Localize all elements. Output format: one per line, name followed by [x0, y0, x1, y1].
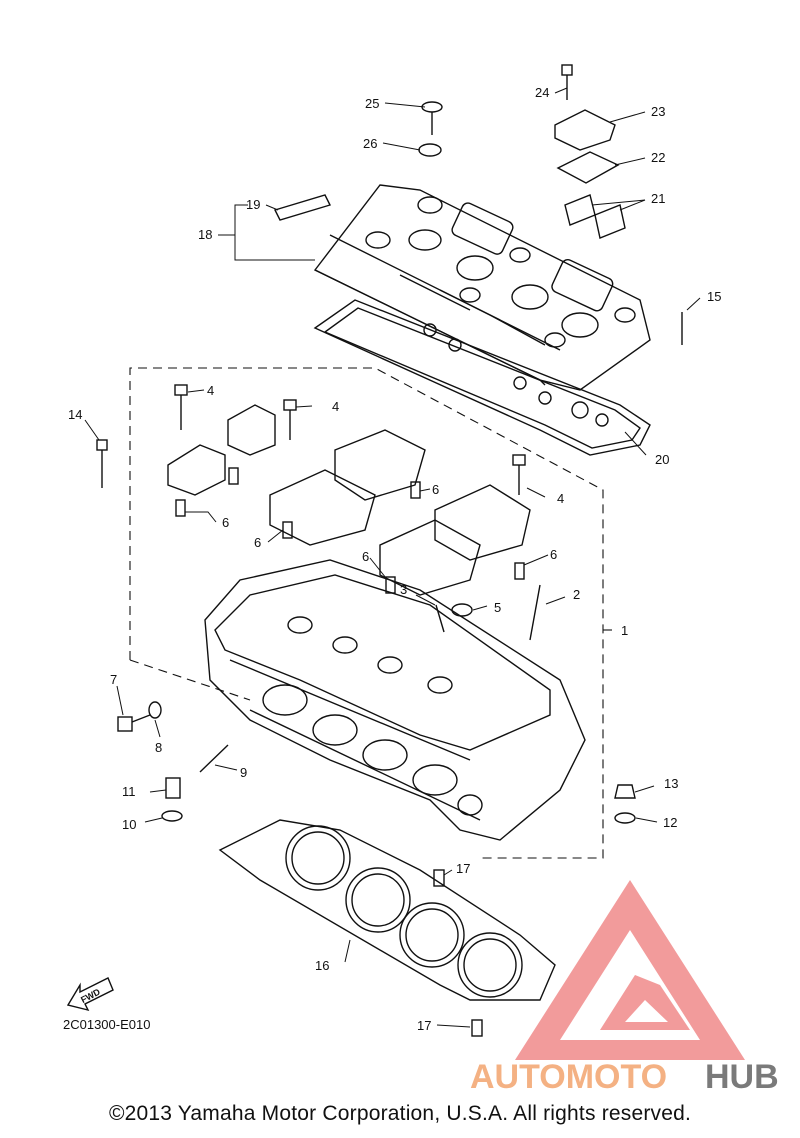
callout-19: 19 — [246, 197, 260, 212]
copyright-notice: ©2013 Yamaha Motor Corporation, U.S.A. A… — [108, 1102, 692, 1125]
callout-17: 17 — [456, 861, 470, 876]
callout-10: 10 — [122, 817, 136, 832]
callout-24: 24 — [535, 85, 549, 100]
callout-9: 9 — [240, 765, 247, 780]
callout-26: 26 — [363, 136, 377, 151]
callout-8: 8 — [155, 740, 162, 755]
callout-4: 4 — [332, 399, 339, 414]
cylinder-head-gasket — [218, 819, 556, 1001]
callout-23: 23 — [651, 104, 665, 119]
watermark-logo — [515, 880, 745, 1060]
callout-15: 15 — [707, 289, 721, 304]
cylinder-head — [204, 559, 586, 841]
callout-22: 22 — [651, 150, 665, 165]
callout-14: 14 — [68, 407, 82, 422]
callout-4: 4 — [557, 491, 564, 506]
callout-25: 25 — [365, 96, 379, 111]
callout-7: 7 — [110, 672, 117, 687]
small-parts — [96, 64, 683, 1037]
callout-4: 4 — [207, 383, 214, 398]
watermark-text-part2: HUB — [705, 1058, 779, 1096]
callout-18: 18 — [198, 227, 212, 242]
callout-21: 21 — [651, 191, 665, 206]
callout-11: 11 — [122, 784, 136, 799]
watermark-text-part1: AUTOMOTO — [470, 1058, 667, 1096]
callout-6: 6 — [432, 482, 439, 497]
cylinder-head-exploded-view: 1 2 3 4 4 4 5 6 6 6 6 6 6 7 8 9 10 11 12… — [66, 64, 779, 1096]
forward-direction-arrow — [66, 977, 114, 1012]
watermark-wordmark: AUTOMOTO HUB — [470, 1058, 779, 1096]
callout-6: 6 — [550, 547, 557, 562]
diagram-reference-code: 2C01300-E010 — [63, 1017, 151, 1032]
callout-6: 6 — [254, 535, 261, 550]
callout-3: 3 — [400, 582, 407, 597]
leader-lines — [84, 87, 701, 1028]
callout-2: 2 — [573, 587, 580, 602]
callout-5: 5 — [494, 600, 501, 615]
callout-17: 17 — [417, 1018, 431, 1033]
callout-12: 12 — [663, 815, 677, 830]
callout-6: 6 — [362, 549, 369, 564]
callout-16: 16 — [315, 958, 329, 973]
callout-1: 1 — [621, 623, 628, 638]
callout-6: 6 — [222, 515, 229, 530]
assembly-dashed-outline — [129, 367, 612, 859]
valve-cover-gasket — [313, 299, 651, 456]
callout-13: 13 — [664, 776, 678, 791]
valve-cover — [313, 184, 651, 391]
camshaft-caps — [167, 404, 531, 596]
callout-20: 20 — [655, 452, 669, 467]
callout-labels: 1 2 3 4 4 4 5 6 6 6 6 6 6 7 8 9 10 11 12… — [68, 85, 721, 1033]
